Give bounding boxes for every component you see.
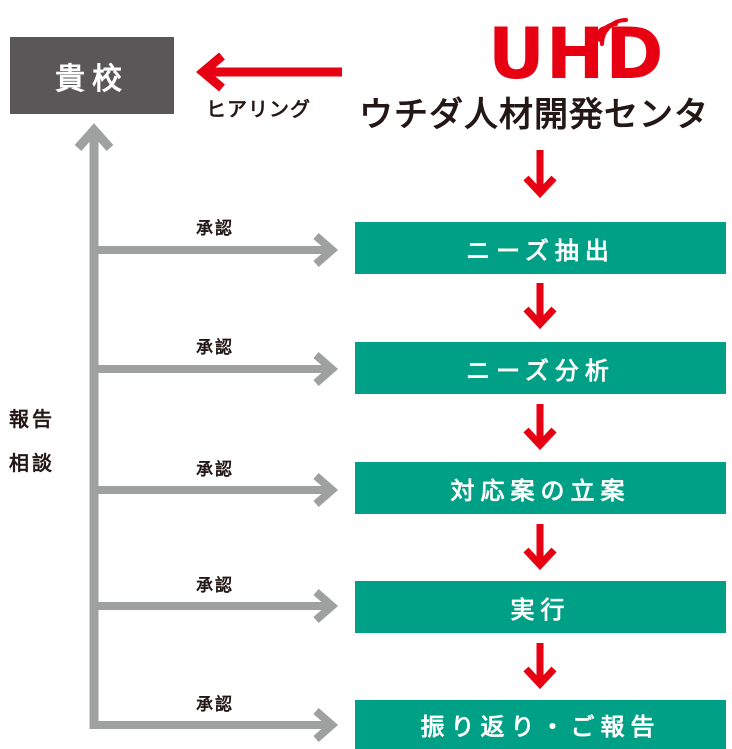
step-label: 対応案の立案: [450, 476, 631, 505]
approval-label: 承認: [196, 695, 234, 715]
step-label: ニーズ抽出: [466, 236, 615, 265]
step-plan-proposal: 対応案の立案: [355, 462, 726, 514]
step-needs-extraction: ニーズ抽出: [355, 222, 726, 274]
approval-arrow-icon: [94, 472, 339, 508]
center-name: ウチダ人材開発センタ: [359, 95, 709, 135]
approval-label: 承認: [196, 219, 234, 239]
approval-label: 承認: [196, 576, 234, 596]
step-label: ニーズ分析: [466, 356, 615, 385]
red-down-arrow-icon: [523, 150, 557, 199]
red-down-arrow-icon: [523, 524, 557, 571]
red-left-arrow-icon: [196, 52, 342, 92]
red-down-arrow-icon: [523, 404, 557, 451]
school-box: 貴校: [10, 37, 174, 114]
uhd-logo: UHD: [488, 13, 665, 95]
approval-arrow-icon: [94, 351, 339, 387]
consult-label: 相談: [9, 451, 55, 475]
step-needs-analysis: ニーズ分析: [355, 342, 726, 394]
approval-label: 承認: [196, 338, 234, 358]
approval-arrow-icon: [90, 707, 339, 743]
hearing-label: ヒアリング: [206, 97, 311, 121]
step-execution: 実行: [355, 581, 726, 633]
step-review-report: 振り返り・ご報告: [355, 700, 726, 749]
step-label: 実行: [510, 595, 571, 624]
red-down-arrow-icon: [523, 283, 557, 330]
approval-arrow-icon: [94, 588, 339, 624]
approval-label: 承認: [196, 460, 234, 480]
gray-vertical-arrow-icon: [74, 123, 114, 729]
wifi-signal-icon: [596, 18, 628, 46]
red-down-arrow-icon: [523, 643, 557, 690]
report-label: 報告: [9, 407, 55, 431]
approval-arrow-icon: [94, 232, 339, 268]
step-label: 振り返り・ご報告: [420, 713, 661, 741]
school-label: 貴校: [55, 61, 129, 97]
